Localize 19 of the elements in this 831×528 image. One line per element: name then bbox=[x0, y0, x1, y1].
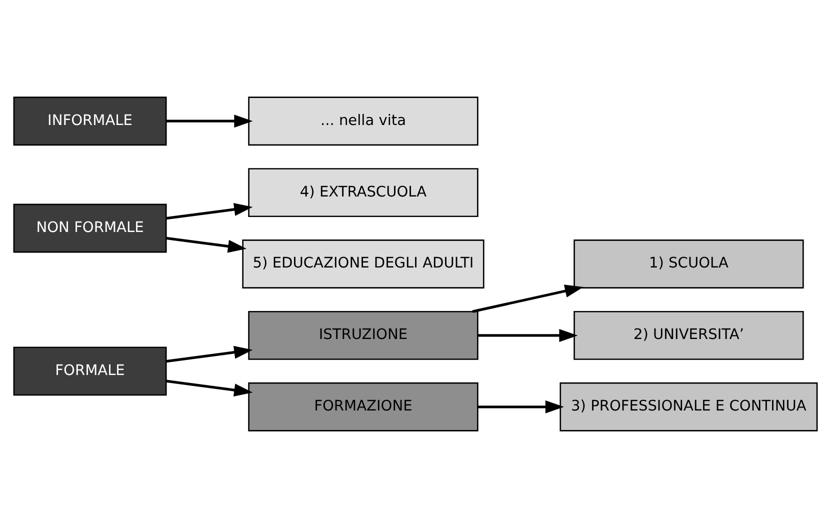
node-box: ... nella vita bbox=[248, 96, 478, 146]
node-box: 1) SCUOLA bbox=[574, 240, 804, 288]
arrow bbox=[478, 400, 564, 414]
node-box: 2) UNIVERSITA’ bbox=[574, 310, 804, 360]
node-box: NON FORMALE bbox=[13, 204, 167, 253]
arrow bbox=[166, 114, 253, 128]
arrow bbox=[166, 346, 253, 363]
arrow bbox=[472, 284, 584, 313]
node-box: FORMAZIONE bbox=[248, 382, 478, 432]
arrow bbox=[166, 202, 253, 220]
arrow bbox=[166, 380, 253, 396]
node-box: INFORMALE bbox=[13, 96, 167, 146]
node-box: ISTRUZIONE bbox=[248, 310, 478, 360]
node-box: 4) EXTRASCUOLA bbox=[248, 168, 478, 218]
node-box: 3) PROFESSIONALE E CONTINUA bbox=[560, 382, 818, 432]
node-box: FORMALE bbox=[13, 346, 167, 396]
arrow bbox=[166, 236, 247, 253]
arrow bbox=[478, 328, 578, 342]
node-box: 5) EDUCAZIONE DEGLI ADULTI bbox=[242, 240, 484, 288]
